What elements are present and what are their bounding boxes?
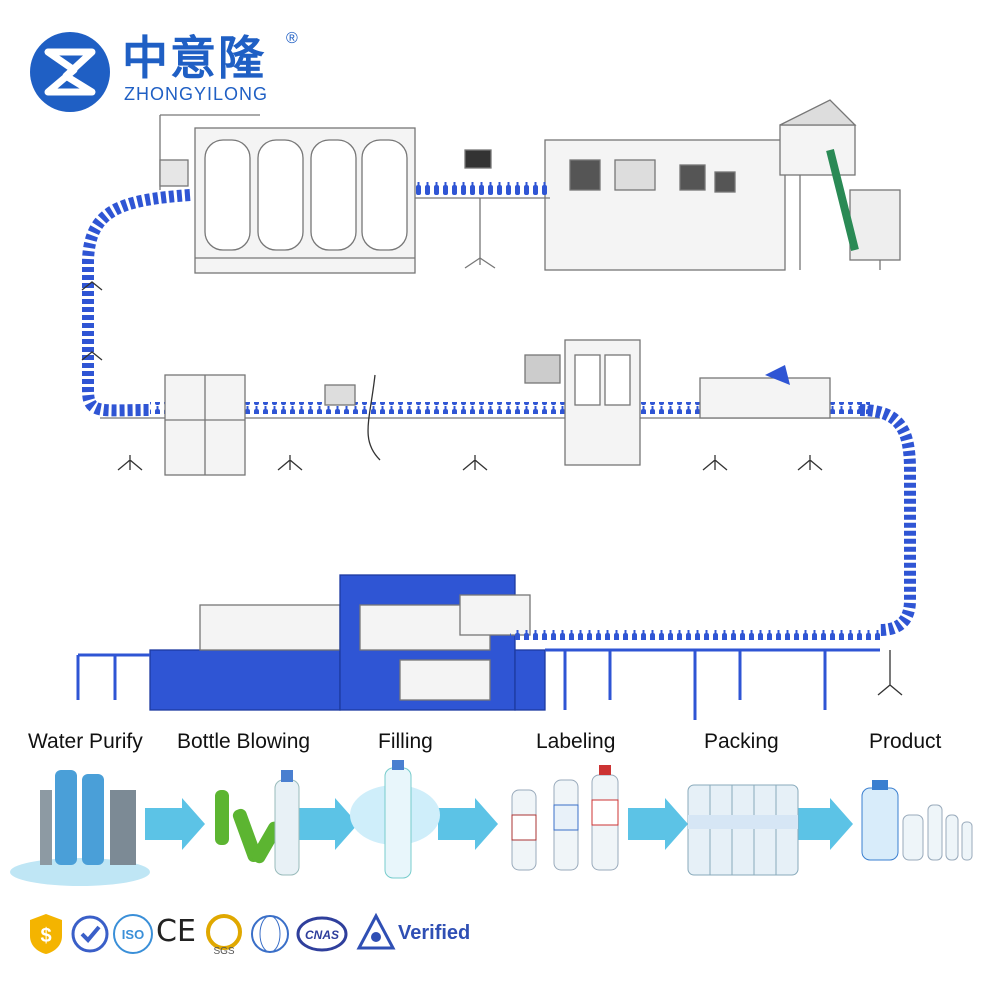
cnas-label: CNAS: [305, 928, 339, 942]
flow-arrow-icon: [438, 798, 498, 850]
step-label-packing: Packing: [704, 730, 779, 753]
iso-certification-icon: ISO: [113, 914, 153, 954]
labeling-machine: [524, 339, 831, 466]
shield-dollar-icon: $: [30, 914, 62, 954]
bottle-blowing-machine: [464, 99, 901, 271]
water-splash-bottle-icon: [350, 760, 440, 879]
brand-name-chinese: 中意隆: [122, 31, 266, 85]
step-label-water-purify: Water Purify: [28, 730, 143, 753]
sgs-certification-icon: SGS: [206, 914, 242, 956]
labeled-bottles-icon: [511, 765, 619, 871]
flow-arrow-icon: [793, 798, 853, 850]
sgs-label: SGS: [213, 946, 234, 956]
preform-bottle-icon: [215, 770, 300, 876]
shrink-packing-machine: [76, 574, 546, 711]
registered-mark: ®: [286, 30, 298, 47]
certificate-globe-icon: [251, 915, 289, 953]
bottle-pack-icon: [687, 784, 799, 876]
production-line-illustration: [76, 99, 916, 720]
brand-name-english: ZHONGYILONG: [124, 84, 269, 104]
ce-mark: CE: [156, 914, 196, 949]
flow-arrow-icon: [628, 798, 688, 850]
verified-triangle-icon: [356, 912, 396, 950]
verified-label: Verified: [398, 922, 471, 944]
iso-label: ISO: [122, 927, 144, 942]
step-label-product: Product: [869, 730, 942, 753]
check-seal-icon: [71, 915, 109, 953]
middle-row-cabinets: [164, 374, 246, 476]
zhongyilong-logo-icon: [30, 32, 110, 112]
product-bottles-icon: [861, 780, 973, 861]
step-label-labeling: Labeling: [536, 730, 616, 753]
filling-machine: [159, 114, 416, 274]
water-purifier-icon: [10, 770, 150, 886]
cnas-certification-icon: CNAS: [296, 916, 348, 952]
flow-arrow-icon: [298, 798, 358, 850]
step-label-filling: Filling: [378, 730, 433, 753]
svg-text:$: $: [40, 925, 51, 947]
flow-arrow-icon: [145, 798, 205, 850]
process-stages: [10, 760, 973, 886]
step-label-bottle-blowing: Bottle Blowing: [177, 730, 311, 753]
